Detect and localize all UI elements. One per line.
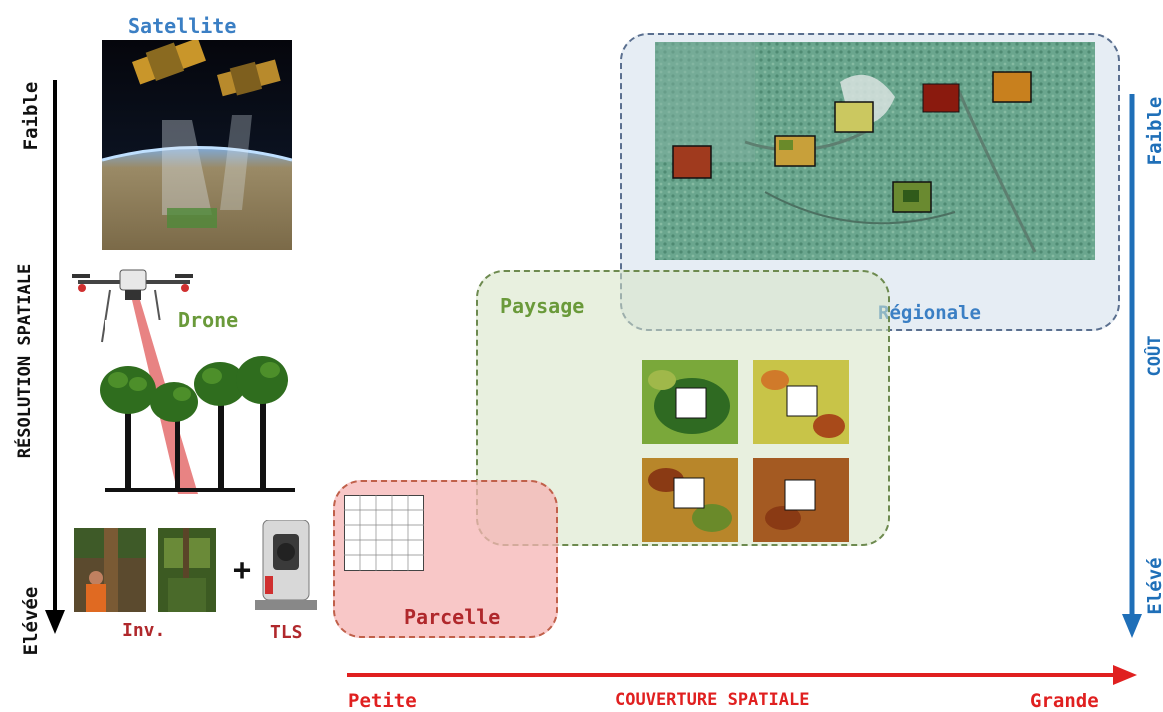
regional-scale-label: Régionale xyxy=(878,302,981,324)
tls-label: TLS xyxy=(270,622,303,643)
cost-top-label: Faible xyxy=(1144,96,1163,166)
tls-scanner-image xyxy=(255,520,317,610)
drone-label: Drone xyxy=(178,308,239,332)
landscape-tile-1 xyxy=(642,360,738,444)
coverage-right-label: Grande xyxy=(1030,690,1099,712)
resolution-top-label: Faible xyxy=(20,81,42,151)
cost-axis-arrow xyxy=(1122,94,1142,638)
coverage-left-label: Petite xyxy=(348,690,417,712)
drone-image xyxy=(72,269,295,498)
inventory-photo-1 xyxy=(74,528,146,612)
cost-bottom-label: Elévé xyxy=(1144,557,1163,615)
resolution-bottom-label: Elévée xyxy=(20,586,42,656)
landscape-scale-label: Paysage xyxy=(500,294,585,318)
regional-map-image xyxy=(655,42,1095,260)
inventory-photo-2 xyxy=(158,528,216,612)
landscape-tile-2 xyxy=(753,360,849,444)
landscape-tile-4 xyxy=(753,458,849,542)
plot-grid-image xyxy=(344,495,424,571)
coverage-axis-arrow xyxy=(347,665,1137,685)
coverage-axis-title: COUVERTURE SPATIALE xyxy=(615,690,810,710)
resolution-axis-title: RÉSOLUTION SPATIALE xyxy=(15,263,35,459)
cost-axis-title: COÛT xyxy=(1145,335,1163,377)
plot-scale-label: Parcelle xyxy=(404,605,501,629)
satellite-image xyxy=(102,40,292,250)
resolution-axis-arrow xyxy=(45,80,65,634)
plus-sign: + xyxy=(233,553,252,588)
landscape-tile-3 xyxy=(642,458,738,542)
inventory-label: Inv. xyxy=(122,620,166,641)
satellite-label: Satellite xyxy=(128,14,237,38)
